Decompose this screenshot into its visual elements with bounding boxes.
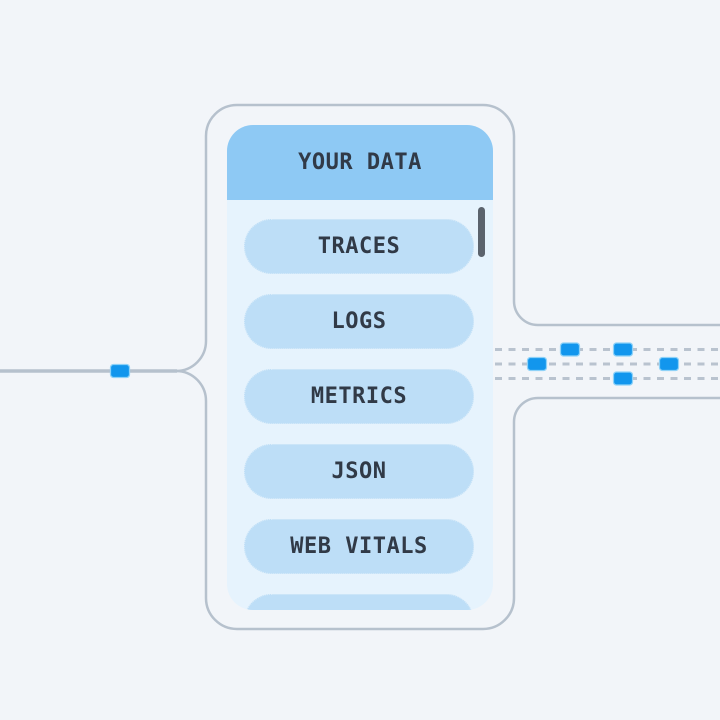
data-packets [109,342,680,386]
pill-logs[interactable]: LOGS [244,294,474,349]
data-packet [658,356,680,372]
pill-partial[interactable] [244,594,474,610]
pill-metrics[interactable]: METRICS [244,369,474,424]
pill-label: JSON [331,459,387,484]
panel-header: YOUR DATA [227,125,493,200]
data-packet [526,356,548,372]
data-packet [612,371,634,386]
pill-web-vitals[interactable]: WEB VITALS [244,519,474,574]
pill-label: METRICS [310,384,408,409]
container-outline-top [174,103,720,373]
pill-label: TRACES [317,234,401,259]
pill-traces[interactable]: TRACES [244,219,474,274]
data-packet [109,363,131,379]
output-lanes [495,348,720,380]
pill-label: WEB VITALS [290,534,428,559]
container-outline-bottom [174,369,720,631]
pill-json[interactable]: JSON [244,444,474,499]
your-data-panel: YOUR DATA TRACES LOGS METRICS JSON WEB V… [227,125,493,610]
data-packet [559,342,581,357]
scrollbar-thumb[interactable] [478,207,485,257]
data-packet [612,342,634,357]
panel-title: YOUR DATA [298,150,422,175]
data-type-list: TRACES LOGS METRICS JSON WEB VITALS [227,200,493,610]
pill-label: LOGS [331,309,387,334]
